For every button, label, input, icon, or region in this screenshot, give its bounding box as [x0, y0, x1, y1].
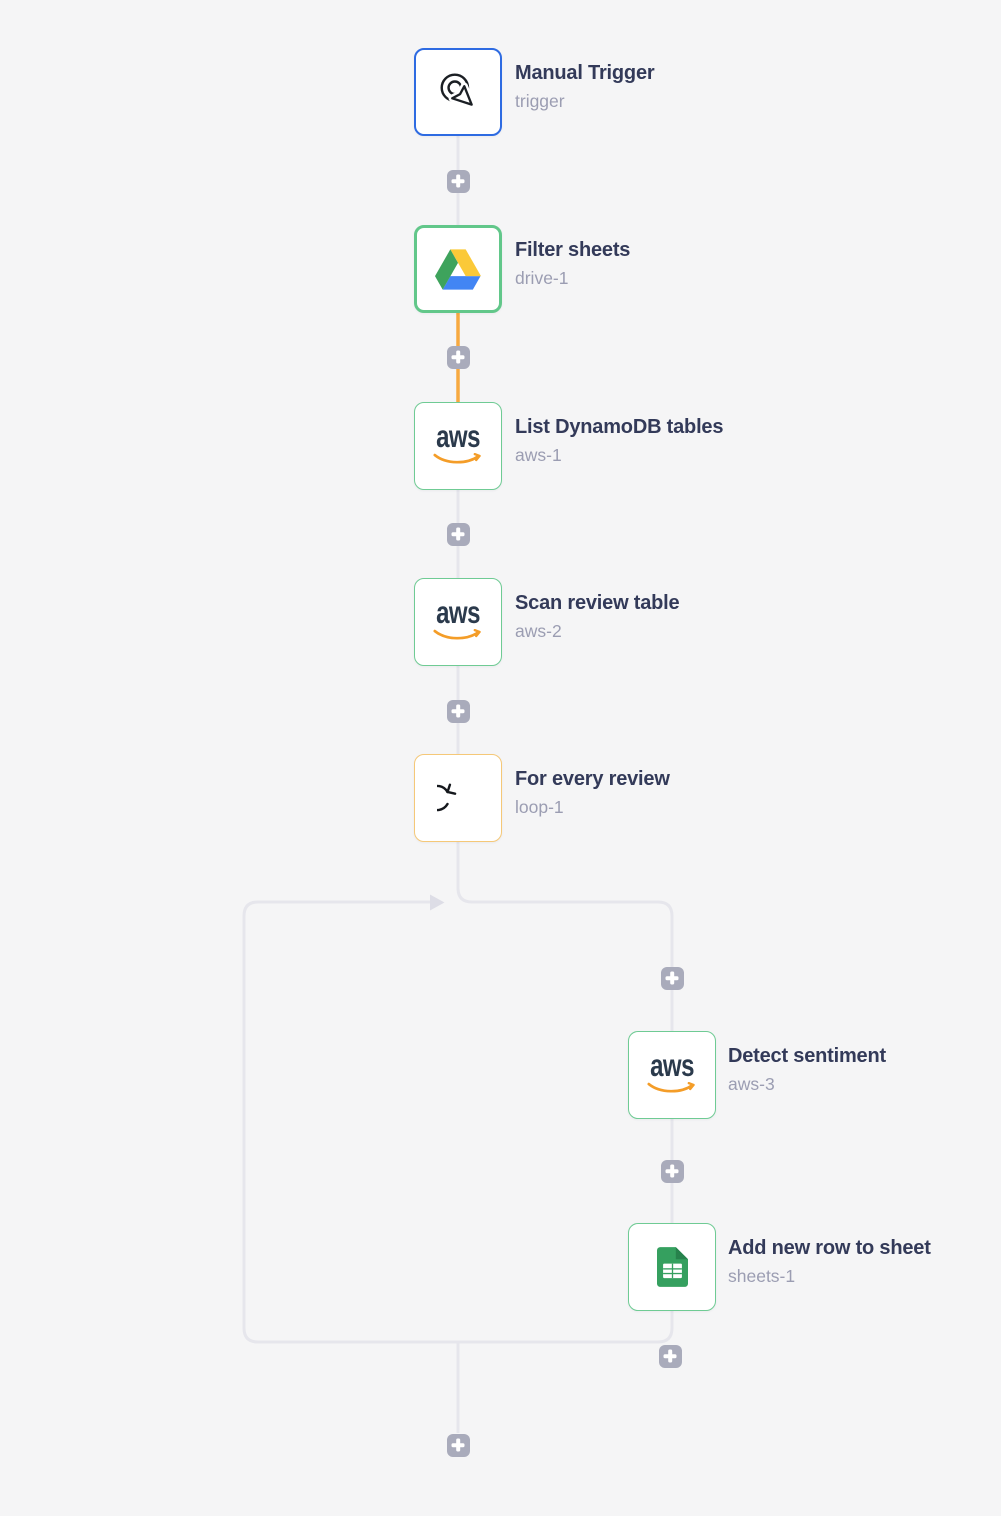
aws-icon: aws: [433, 598, 483, 642]
workflow-node-loop-1[interactable]: [414, 754, 502, 842]
node-label-aws-3: Detect sentiment aws-3: [728, 1044, 886, 1095]
workflow-node-drive-1[interactable]: [414, 225, 502, 313]
edge-loop-to-aws3: [456, 842, 674, 1031]
add-step-button[interactable]: [660, 1159, 684, 1183]
node-label-aws-1: List DynamoDB tables aws-1: [515, 415, 723, 466]
node-title: Add new row to sheet: [728, 1237, 931, 1259]
node-subtitle: aws-1: [515, 445, 562, 465]
add-step-button[interactable]: [446, 699, 470, 723]
node-label-aws-2: Scan review table aws-2: [515, 591, 680, 642]
workflow-node-sheets-1[interactable]: [628, 1223, 716, 1311]
node-title: For every review: [515, 768, 670, 790]
add-step-button[interactable]: [446, 345, 470, 369]
add-step-button[interactable]: [446, 1433, 470, 1457]
node-title: Filter sheets: [515, 239, 631, 261]
aws-logo-text: aws: [650, 1048, 694, 1084]
node-label-sheets-1: Add new row to sheet sheets-1: [728, 1236, 931, 1287]
node-subtitle: drive-1: [515, 268, 569, 288]
node-title: Scan review table: [515, 592, 680, 614]
node-subtitle: sheets-1: [728, 1266, 796, 1286]
node-label-trigger: Manual Trigger trigger: [515, 61, 655, 112]
workflow-node-trigger[interactable]: [414, 48, 502, 136]
loop-icon: [437, 783, 457, 812]
node-subtitle: aws-2: [515, 621, 562, 641]
add-step-button[interactable]: [660, 966, 684, 990]
aws-logo-text: aws: [436, 595, 480, 631]
workflow-node-aws-3[interactable]: aws: [628, 1031, 716, 1119]
node-subtitle: aws-3: [728, 1074, 775, 1094]
loop-return-arrow-icon: [430, 894, 445, 911]
node-title: Manual Trigger: [515, 62, 655, 84]
aws-icon: aws: [647, 1051, 697, 1095]
google-sheets-icon: [656, 1247, 688, 1287]
aws-logo-text: aws: [436, 419, 480, 455]
aws-swoosh-icon: [647, 1082, 695, 1093]
node-title: Detect sentiment: [728, 1045, 886, 1067]
node-subtitle: trigger: [515, 91, 565, 111]
add-step-button[interactable]: [446, 169, 470, 193]
add-step-button[interactable]: [446, 522, 470, 546]
aws-icon: aws: [433, 422, 483, 466]
aws-swoosh-icon: [433, 453, 481, 464]
google-drive-icon: [435, 248, 481, 290]
add-step-button[interactable]: [658, 1344, 682, 1368]
edge-loop-return: [242, 900, 674, 1344]
node-title: List DynamoDB tables: [515, 416, 724, 438]
manual-trigger-icon: [440, 73, 476, 109]
workflow-node-aws-1[interactable]: aws: [414, 402, 502, 490]
workflow-node-aws-2[interactable]: aws: [414, 578, 502, 666]
aws-swoosh-icon: [433, 629, 481, 640]
node-label-drive-1: Filter sheets drive-1: [515, 238, 630, 289]
node-subtitle: loop-1: [515, 797, 564, 817]
node-label-loop-1: For every review loop-1: [515, 767, 670, 818]
